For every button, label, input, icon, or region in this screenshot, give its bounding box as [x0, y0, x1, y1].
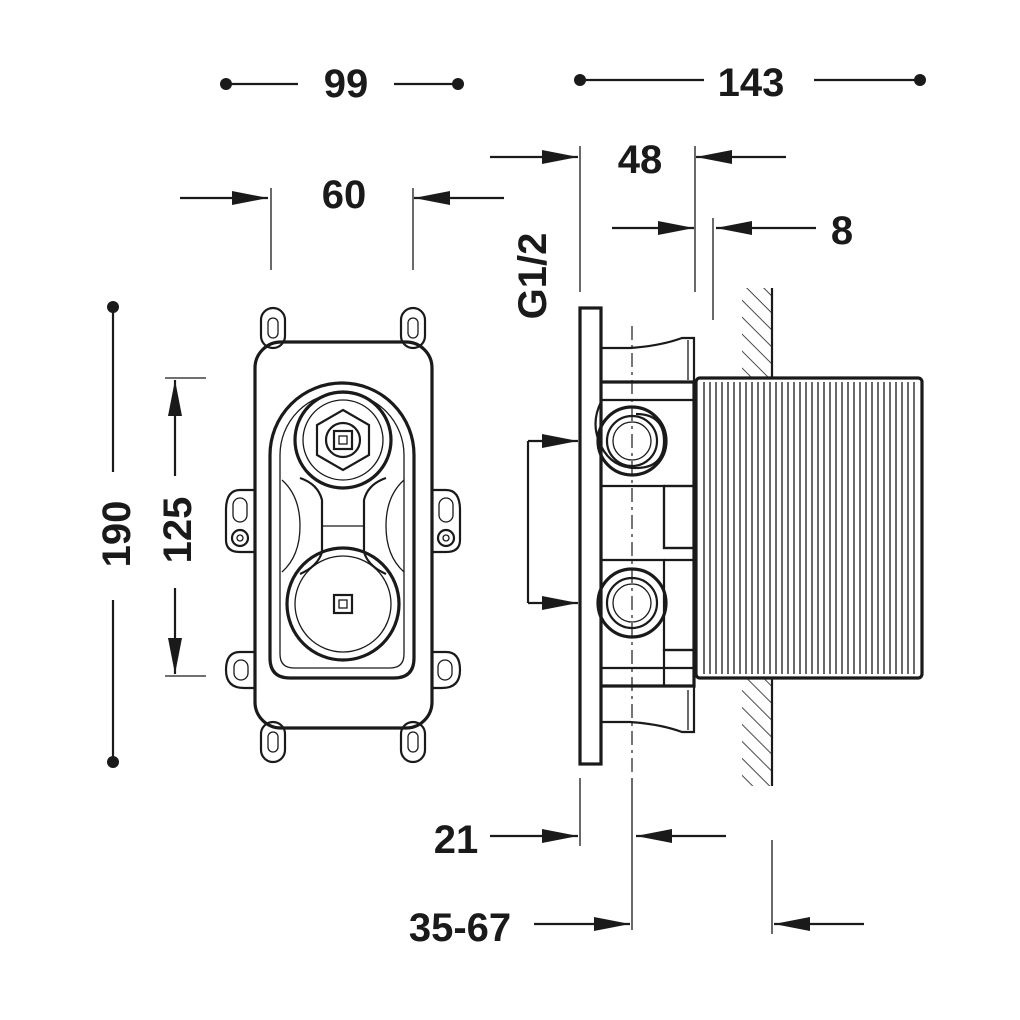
- dimension-143-label: 143: [718, 61, 785, 105]
- upper-inlet: [594, 401, 668, 477]
- dimension-8-label: 8: [831, 209, 853, 253]
- sleeve-ribs: [703, 382, 915, 674]
- extension-lines: [579, 146, 773, 934]
- dimension-thread-label: G1/2: [511, 233, 555, 320]
- dimension-60-label: 60: [322, 173, 367, 217]
- mounting-ear-bottom-right: [399, 720, 427, 764]
- side-lug-lower-left: [224, 650, 255, 690]
- dimension-35-67-label: 35-67: [409, 906, 511, 950]
- dimension-99-label: 99: [324, 62, 369, 106]
- mounting-ear-top-right: [399, 306, 427, 350]
- dimension-48: 48: [490, 138, 786, 182]
- side-lug-lower-right: [432, 650, 462, 690]
- dimension-125-label: 125: [156, 497, 200, 564]
- wall-upper: [742, 288, 772, 378]
- ribbed-sleeve: [694, 376, 924, 680]
- valve-housing: [268, 381, 416, 680]
- dimension-35-67: 35-67: [409, 906, 864, 950]
- mounting-ear-bottom-left: [259, 720, 287, 764]
- side-body: [601, 380, 696, 688]
- lower-valve: [285, 546, 401, 662]
- mounting-plate: [253, 340, 434, 730]
- front-view: [224, 306, 462, 764]
- upper-valve: [293, 390, 393, 490]
- dimension-190-label: 190: [95, 501, 139, 568]
- side-view: [578, 288, 924, 786]
- dimension-99: 99: [220, 62, 464, 106]
- dimension-125: 125: [156, 377, 206, 677]
- dimension-21: 21: [434, 818, 726, 862]
- side-lug-upper-right: [432, 488, 462, 554]
- side-flange-plate: [578, 306, 603, 766]
- dimension-190: 190: [95, 301, 139, 768]
- side-lug-upper-left: [224, 488, 255, 554]
- dimension-thread: G1/2: [511, 233, 578, 610]
- dimension-21-label: 21: [434, 818, 479, 862]
- mounting-ear-top-left: [259, 306, 287, 350]
- dimension-143: 143: [574, 61, 926, 105]
- dimension-8: 8: [612, 209, 853, 253]
- wall-lower: [742, 678, 772, 786]
- dimension-60: 60: [180, 173, 504, 270]
- dimension-48-label: 48: [618, 138, 663, 182]
